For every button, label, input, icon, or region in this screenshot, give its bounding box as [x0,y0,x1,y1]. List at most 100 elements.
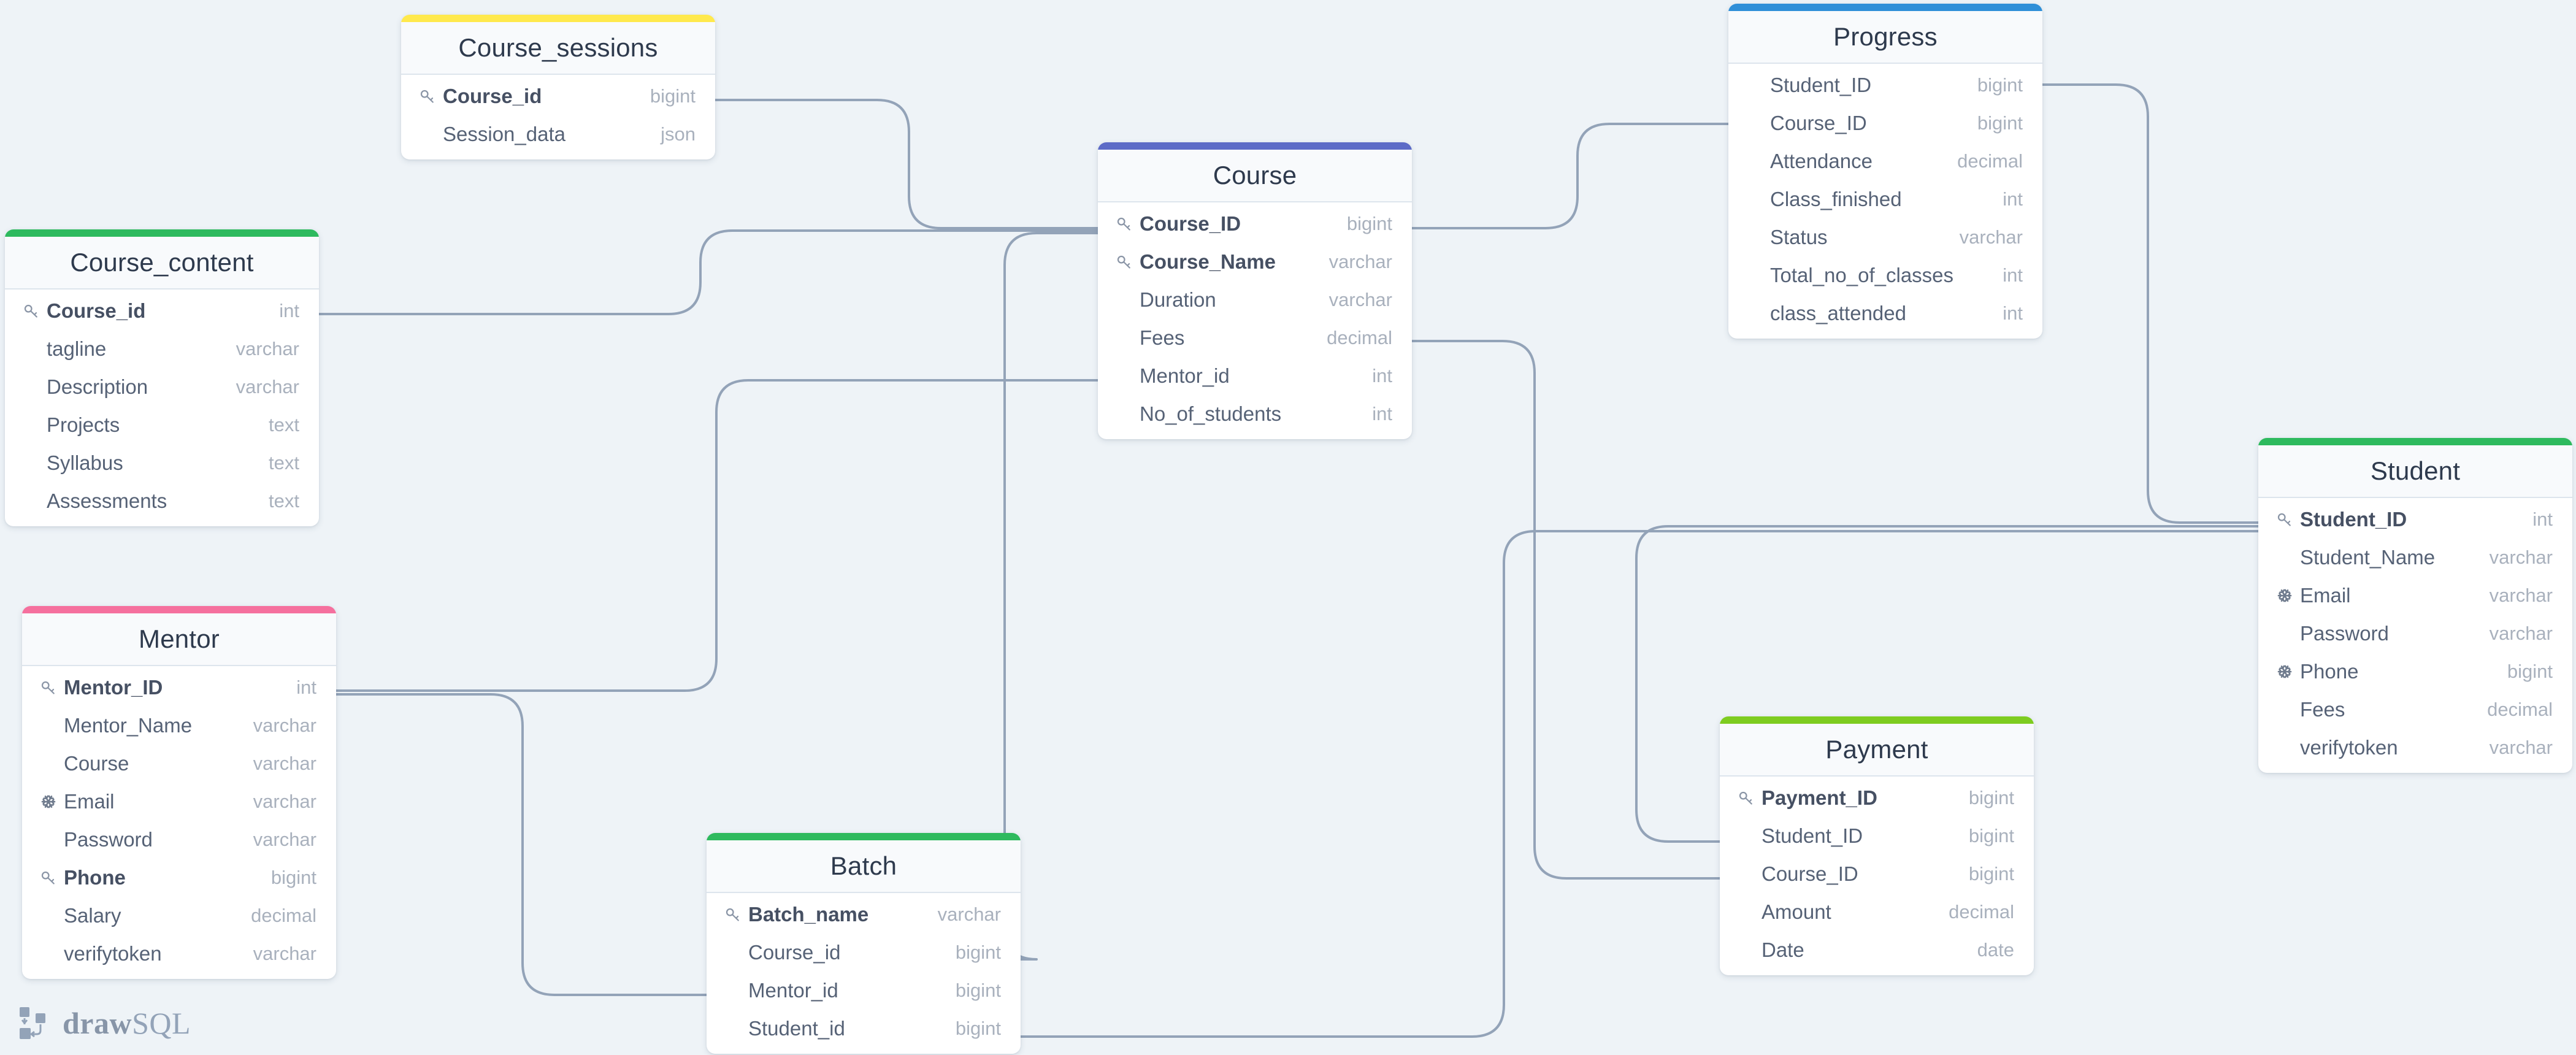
column-name: Student_ID [1770,74,1872,96]
relationship-edge [335,693,708,996]
column-name: Class_finished [1770,188,1902,210]
column-row[interactable]: Mentor_id bigint [707,972,1021,1010]
column-name: No_of_students [1140,402,1282,425]
column-name: Email [2300,584,2351,607]
column-type: text [269,414,299,435]
key-icon [1115,253,1140,271]
column-row[interactable]: Student_ID bigint [1728,66,2042,104]
column-row[interactable]: Projects text [5,406,319,444]
column-row[interactable]: Student_id bigint [707,1010,1021,1048]
table-title: Course [1098,150,1412,202]
column-type: varchar [236,338,299,359]
column-type: bigint [1977,74,2023,96]
column-type: int [2003,188,2023,210]
column-type: decimal [251,905,316,926]
column-name: Batch_name [748,903,869,926]
column-name: Course_Name [1140,250,1276,273]
column-row[interactable]: Class_finished int [1728,180,2042,218]
key-icon [724,905,748,924]
column-type: bigint [2507,661,2553,682]
column-name: Course_id [748,941,841,964]
column-type: text [269,452,299,474]
column-name: Mentor_Name [64,714,193,737]
table-accent-bar [1098,142,1412,150]
column-name: verifytoken [2300,736,2398,759]
column-type: bigint [955,1018,1001,1039]
column-type: bigint [955,980,1001,1001]
column-name: tagline [47,337,107,360]
relationship-edge [2041,83,2260,524]
column-name: Mentor_id [748,979,838,1002]
column-type: int [296,677,316,698]
column-row[interactable]: tagline varchar [5,330,319,368]
column-type: bigint [1968,787,2014,808]
column-name: class_attended [1770,302,1906,324]
column-name: verifytoken [64,942,162,965]
logo-text-light: SQL [132,1006,191,1040]
column-type: decimal [1957,150,2023,172]
relationship-edge [318,229,1099,315]
column-name: Course [64,752,129,775]
column-type: varchar [2489,547,2553,568]
table-title: Course_sessions [401,22,715,75]
column-name: Projects [47,413,120,436]
relationship-edge [1019,530,2260,1038]
column-name: Student_ID [1761,824,1863,847]
column-name: Mentor_id [1140,364,1230,387]
column-name: Description [47,375,148,398]
column-name: Status [1770,226,1828,248]
column-name: Student_id [748,1017,845,1040]
column-name: Fees [1140,326,1185,349]
